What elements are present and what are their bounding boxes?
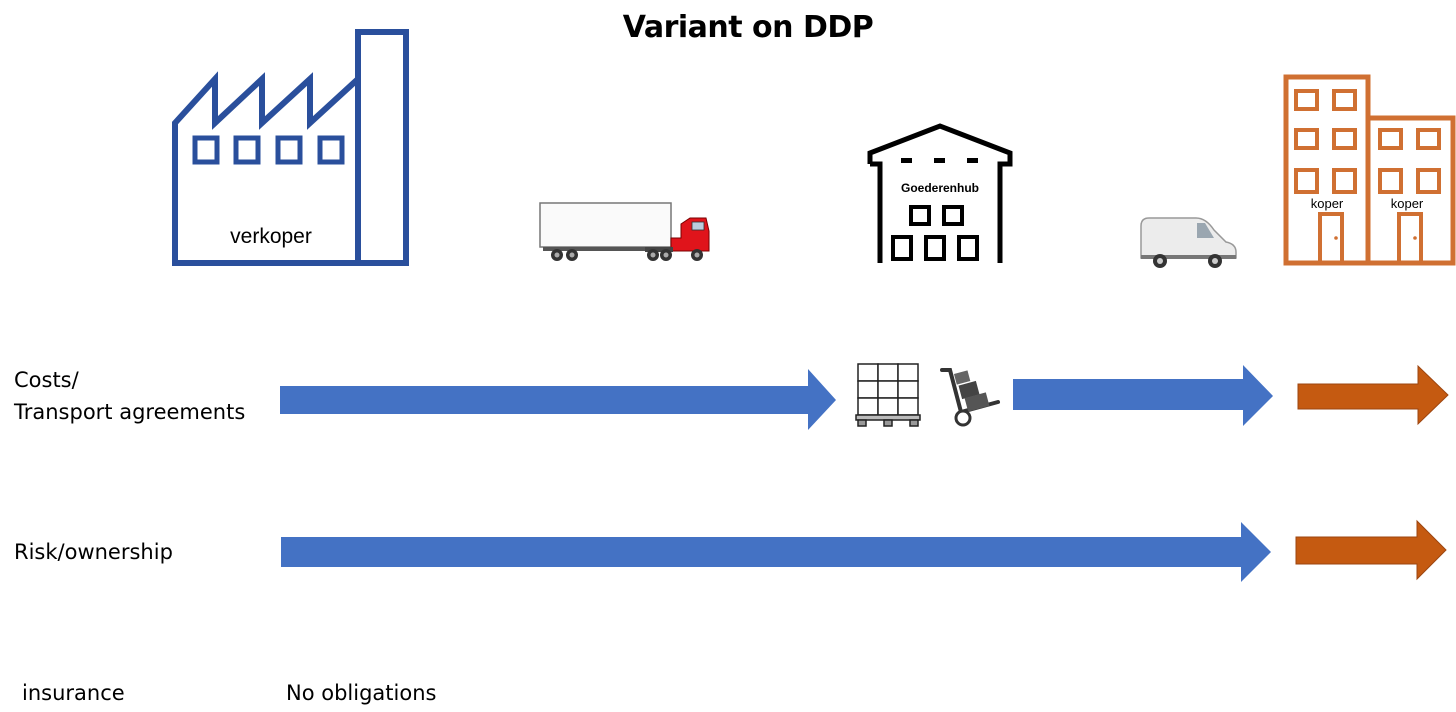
hand-truck-icon: [940, 368, 1000, 427]
office-building-icon: [1283, 74, 1456, 266]
van-icon: [1140, 217, 1237, 268]
costs-arrow-buyer: [1297, 364, 1449, 426]
buyer-label-1: koper: [1311, 196, 1344, 211]
costs-label-line1: Costs/: [14, 368, 79, 392]
hub-label: Goederenhub: [901, 181, 979, 195]
diagram-title: Variant on DDP: [622, 10, 874, 45]
pallet-icon: [855, 363, 921, 427]
costs-label-line2: Transport agreements: [14, 400, 246, 424]
buyer-label-2: koper: [1391, 196, 1424, 211]
factory-icon: [172, 29, 409, 266]
warehouse-icon: [867, 123, 1013, 263]
insurance-value: No obligations: [286, 681, 437, 705]
costs-row-label: Costs/ Transport agreements: [14, 364, 245, 428]
costs-arrow-seller: [280, 369, 836, 430]
risk-arrow-buyer: [1295, 519, 1447, 581]
truck-icon: [539, 202, 710, 261]
insurance-row-label: insurance: [22, 681, 125, 705]
risk-row-label: Risk/ownership: [14, 540, 173, 564]
risk-arrow-seller: [281, 522, 1271, 582]
costs-arrow-hub: [1013, 365, 1273, 426]
seller-label: verkoper: [230, 225, 312, 248]
